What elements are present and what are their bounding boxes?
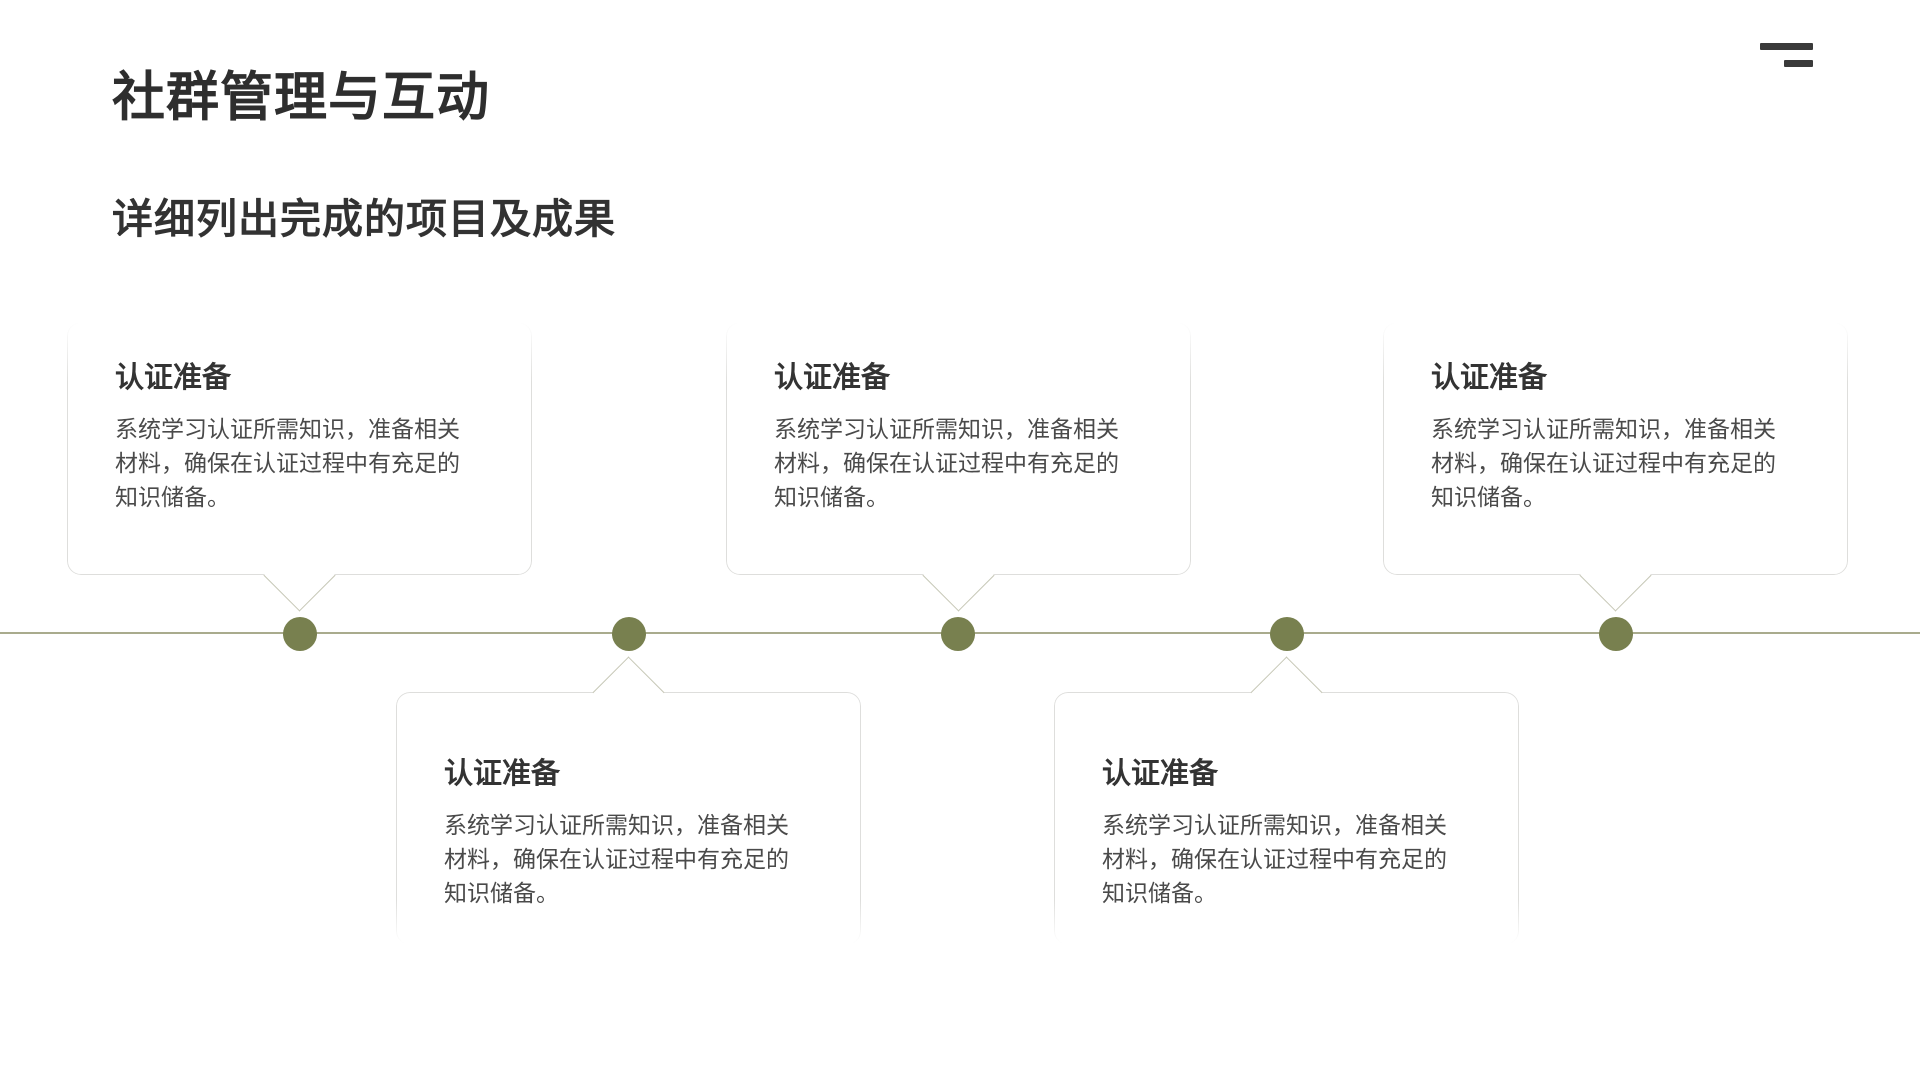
card-title: 认证准备: [1431, 362, 1548, 394]
timeline-card-1[interactable]: 认证准备 系统学习认证所需知识，准备相关材料，确保在认证过程中有充足的知识储备。: [67, 322, 532, 612]
page-title: 社群管理与互动: [112, 68, 490, 127]
hamburger-menu-icon[interactable]: [1760, 43, 1813, 68]
card-body-text: 系统学习认证所需知识，准备相关材料，确保在认证过程中有充足的知识储备。: [1102, 811, 1447, 906]
timeline-node-1: [283, 617, 317, 651]
card-pointer-tail: [263, 539, 336, 612]
card-title: 认证准备: [444, 758, 561, 790]
timeline-node-3: [941, 617, 975, 651]
card-pointer-tail: [922, 539, 995, 612]
card-body-text: 系统学习认证所需知识，准备相关材料，确保在认证过程中有充足的知识储备。: [774, 415, 1119, 510]
timeline-card-2[interactable]: 认证准备 系统学习认证所需知识，准备相关材料，确保在认证过程中有充足的知识储备。: [396, 656, 861, 945]
card-pointer-tail: [1579, 539, 1652, 612]
card-title: 认证准备: [1102, 758, 1219, 790]
card-body-text: 系统学习认证所需知识，准备相关材料，确保在认证过程中有充足的知识储备。: [444, 811, 789, 906]
menu-bar-top: [1760, 43, 1813, 50]
timeline-card-3[interactable]: 认证准备 系统学习认证所需知识，准备相关材料，确保在认证过程中有充足的知识储备。: [726, 322, 1191, 612]
timeline-node-2: [612, 617, 646, 651]
timeline-node-4: [1270, 617, 1304, 651]
timeline-card-4[interactable]: 认证准备 系统学习认证所需知识，准备相关材料，确保在认证过程中有充足的知识储备。: [1054, 656, 1519, 945]
timeline-card-5[interactable]: 认证准备 系统学习认证所需知识，准备相关材料，确保在认证过程中有充足的知识储备。: [1383, 322, 1848, 612]
timeline-node-5: [1599, 617, 1633, 651]
page-subtitle: 详细列出完成的项目及成果: [112, 196, 616, 242]
card-title: 认证准备: [115, 362, 232, 394]
card-body-text: 系统学习认证所需知识，准备相关材料，确保在认证过程中有充足的知识储备。: [1431, 415, 1776, 510]
menu-bar-bottom: [1784, 60, 1813, 67]
card-title: 认证准备: [774, 362, 891, 394]
card-body-text: 系统学习认证所需知识，准备相关材料，确保在认证过程中有充足的知识储备。: [115, 415, 460, 510]
